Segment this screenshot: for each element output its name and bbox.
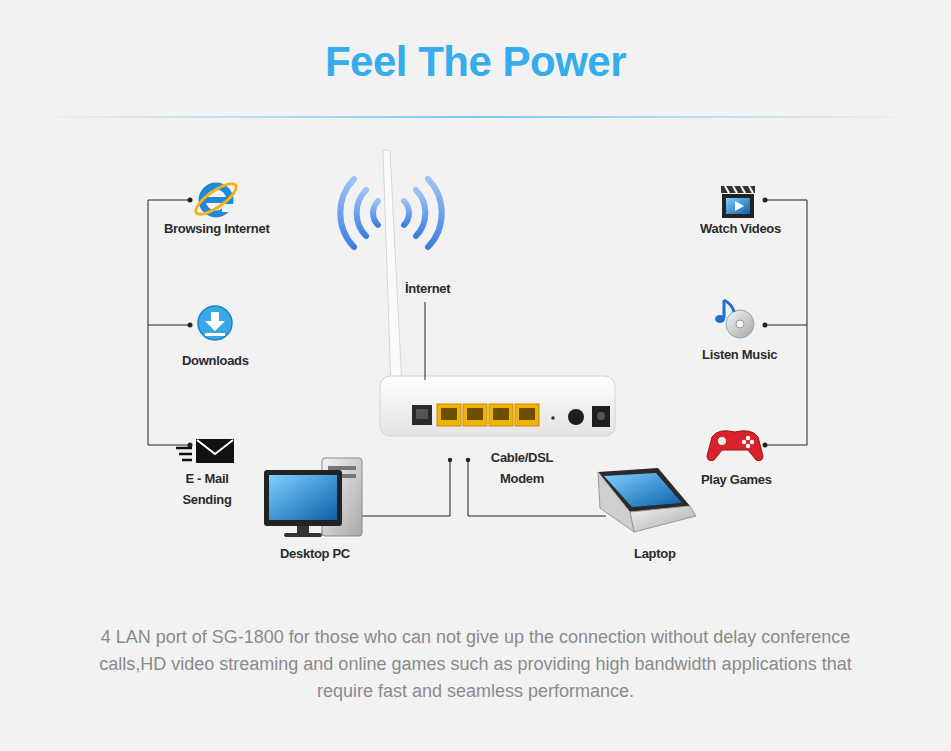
device-label-box: Listen Music [702,344,777,365]
wifi-signal-part [357,190,366,236]
wifi-signal-part [404,201,409,225]
left-bracket-part [188,323,193,328]
router-part [493,408,509,420]
email-icon-part [197,440,233,454]
page-title: Feel The Power [0,38,951,86]
gamepad-icon-part [707,431,763,461]
router-part [519,408,535,420]
desktop-pc-part [264,470,342,526]
right-bracket-part [763,323,768,328]
music-icon-part [724,300,734,312]
email-icon-part [176,448,192,460]
music-icon-part [726,310,754,338]
right-bracket-part [763,443,768,448]
gamepad-icon-part [718,437,726,445]
router-part [412,405,432,425]
leader-line-part [425,302,426,380]
antenna [383,150,402,388]
router-part [416,409,428,419]
browser-icon-part [222,204,236,212]
laptop-part [598,472,634,532]
title-rule-part [30,116,920,118]
leader-line [360,302,606,516]
router [380,376,615,436]
leader-line-part [468,462,606,516]
device-label-box: Browsing Internet [164,218,269,239]
device-label-box: Downloads [182,350,249,371]
wifi-signal-part [340,179,354,247]
antenna-part [383,150,402,388]
leader-line-part [360,462,450,516]
leader-line-part [466,458,470,462]
router-part [463,404,487,426]
left-bracket-part [188,198,193,203]
router-part [441,408,457,420]
music-icon [715,300,754,338]
music-icon-part [723,300,726,318]
music-icon-part [736,320,744,328]
router-part [592,406,610,427]
desktop-pc-part [269,475,337,520]
download-icon [198,306,232,340]
right-bracket-part [763,198,768,203]
gamepad-icon-part [746,444,750,448]
desktop-pc [264,458,362,537]
router-part [467,408,483,420]
browser-icon-part [192,179,240,220]
email-icon-part [196,439,234,463]
wifi-signal-part [428,179,442,247]
gamepad-icon-part [750,440,754,444]
wifi-signal-part [373,201,378,225]
left-bracket-part [148,200,190,445]
download-icon-part [205,312,225,331]
port-label: Cable/DSL Modem [485,447,559,489]
video-icon-part [721,186,755,193]
device-label: Play Games [701,469,772,490]
gamepad-icon-part [742,440,746,444]
device-label: E - Mail Sending [174,468,240,510]
device-label: Browsing Internet [164,218,269,239]
gamepad-icon [707,431,763,461]
device-label: Listen Music [702,344,777,365]
router-part [437,404,461,426]
device-label: Laptop [634,543,676,564]
video-icon-part [725,186,753,193]
laptop [598,468,696,532]
video-icon-part [735,201,744,211]
desktop-pc-part [328,466,356,470]
router-part [380,376,615,436]
download-icon-part [198,306,232,340]
desktop-pc-part [297,526,309,534]
device-label-box: Play Games [701,469,772,490]
device-label: Desktop PC [280,543,350,564]
router-part [551,416,555,420]
leader-line-part [448,458,452,462]
router-part [515,404,539,426]
caption: 4 LAN port of SG-1800 for those who can … [80,624,871,705]
laptop-part [630,506,696,532]
right-bracket-part [765,200,807,445]
video-icon-part [722,194,754,218]
wifi-signal-part [416,190,425,236]
desktop-pc-part [284,533,322,537]
music-icon-part [715,315,725,323]
device-label-box: Laptop [634,543,676,564]
device-label-box: E - Mail Sending [174,468,240,510]
port-label: İnternet [405,278,450,299]
router-part [597,412,605,420]
router-part [568,409,584,425]
title-rule [30,116,920,118]
email-icon [176,439,234,463]
video-icon-part [726,198,750,214]
router-part [489,404,513,426]
device-label-box: Desktop PC [280,543,350,564]
device-label: Watch Videos [700,218,781,239]
video-icon [721,186,755,218]
download-icon-part [205,333,225,336]
device-label: Downloads [182,350,249,371]
device-label-box: Watch Videos [700,218,781,239]
gamepad-icon-part [746,436,750,440]
browser-icon [192,179,240,220]
